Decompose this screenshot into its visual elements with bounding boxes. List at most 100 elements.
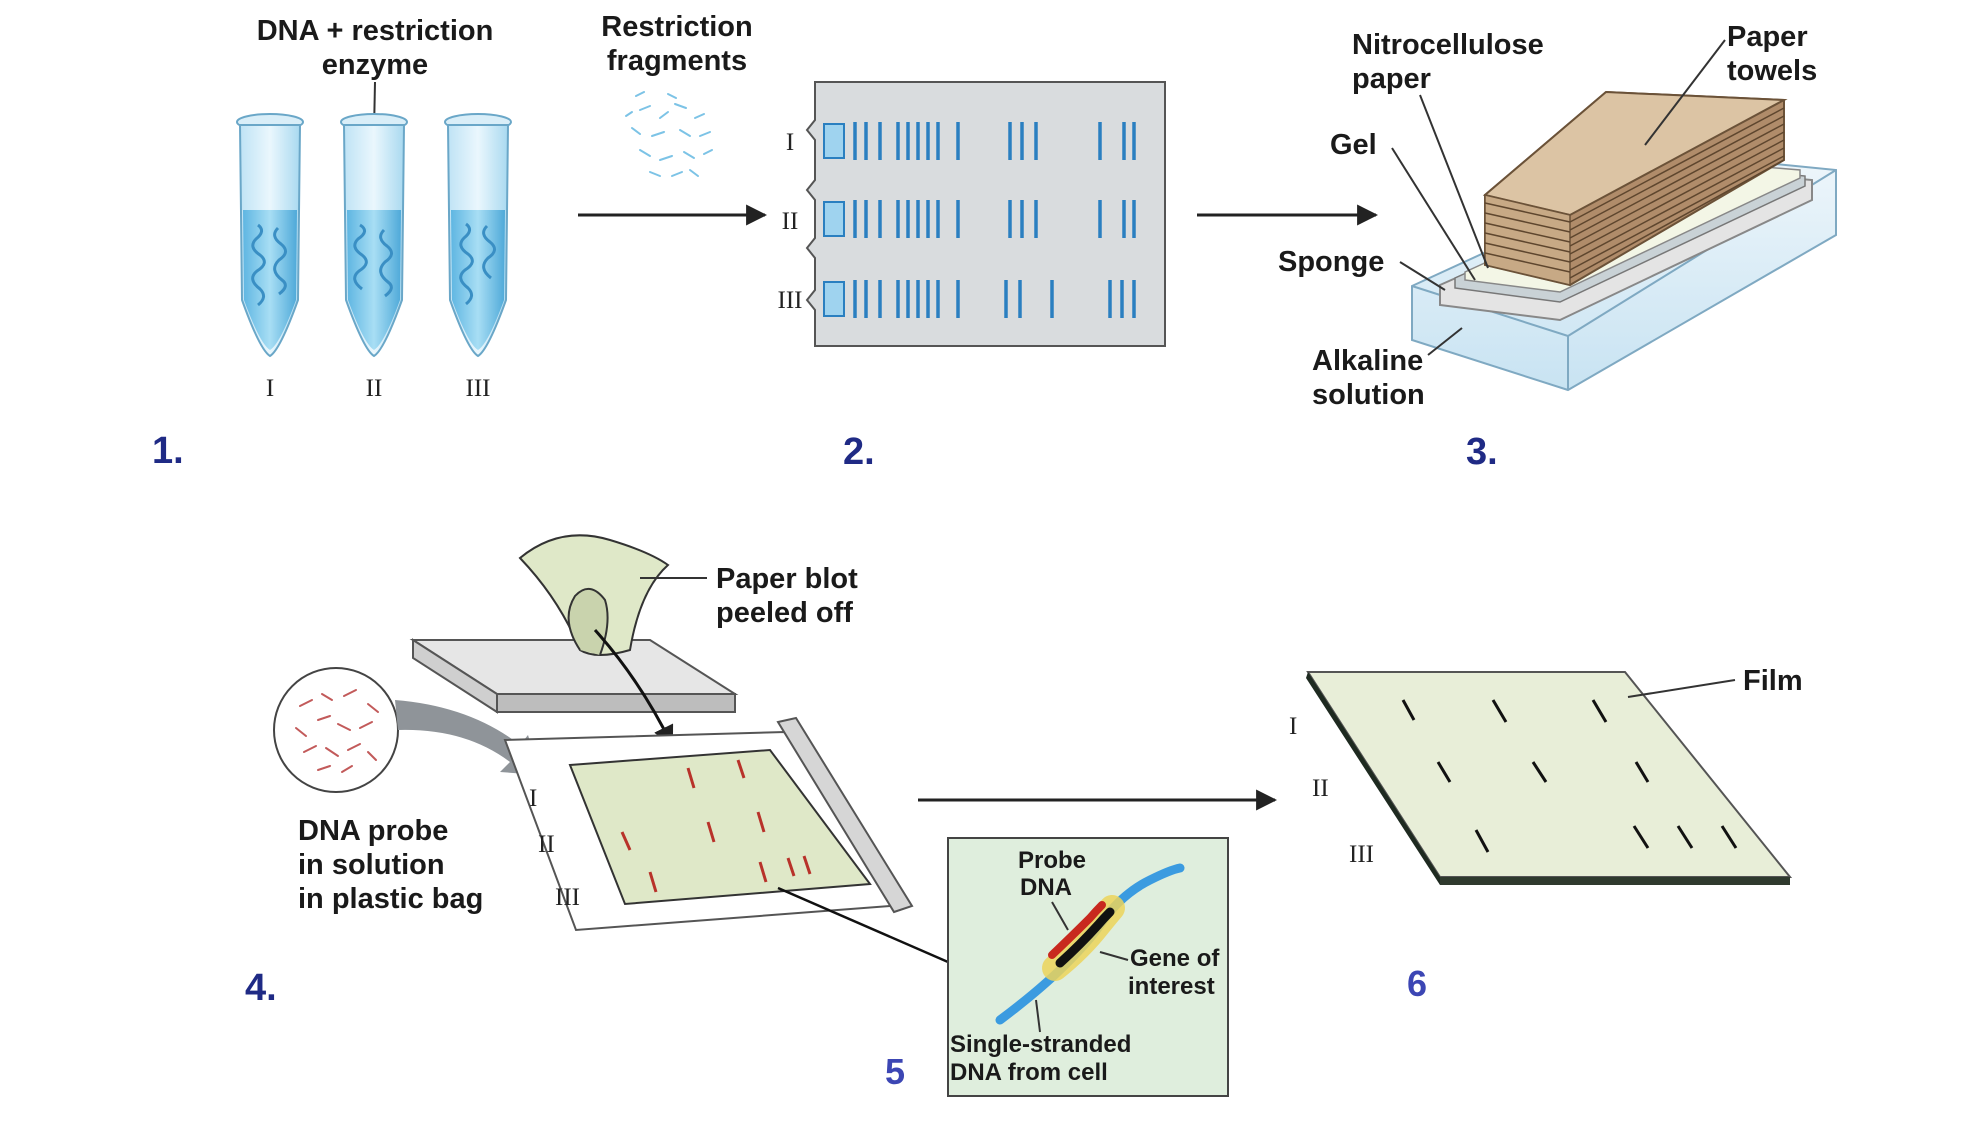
- single-strand-leader: [1035, 999, 1041, 1033]
- panel-4-hybridization: Paper blot peeled off DNA probe in solut…: [245, 534, 949, 1009]
- film-band-2: [1491, 699, 1508, 723]
- film-band-8: [1632, 825, 1650, 849]
- gene-of-interest-segment: [1055, 907, 1115, 968]
- step-number-1: 1.: [152, 430, 184, 472]
- film-band-9: [1676, 825, 1694, 849]
- panel-3-blot-stack: Nitrocellulose paper Paper towels Gel Sp…: [1278, 21, 1837, 473]
- probe-flow-arrow: [395, 700, 540, 775]
- blot-band-4: [706, 821, 716, 843]
- dna-probe-label-line1: DNA probe: [298, 815, 448, 847]
- film-lane-label-3: III: [1349, 841, 1374, 868]
- single-strand-label-line2: DNA from cell: [950, 1059, 1108, 1086]
- well-1: [823, 123, 845, 159]
- panel-6-film: Film I II III 6: [1289, 665, 1803, 1004]
- blot-band-2: [736, 759, 746, 779]
- single-strand-label-line1: Single-stranded: [950, 1031, 1131, 1058]
- dna-enzyme-label-line1: DNA + restriction: [257, 15, 494, 47]
- gel-leader: [1391, 147, 1476, 281]
- dna-enzyme-label-line2: enzyme: [322, 49, 428, 81]
- gene-label-line2: interest: [1128, 973, 1215, 1000]
- sponge-label: Sponge: [1278, 246, 1384, 278]
- step-number-5: 5: [885, 1051, 905, 1092]
- fragments-label-line1: Restriction: [601, 11, 752, 43]
- film-label: Film: [1743, 665, 1803, 697]
- panel-2-gel: Restriction fragments I II III 2.: [601, 11, 1166, 473]
- panel-5-closeup: Probe DNA Gene of interest Single-strand…: [885, 837, 1229, 1097]
- alkaline-label-line1: Alkaline: [1312, 345, 1423, 377]
- nitrocellulose-leader: [1419, 94, 1489, 269]
- film-band-4: [1436, 761, 1452, 783]
- tube-2: [340, 113, 408, 358]
- nitrocellulose-label-line1: Nitrocellulose: [1352, 29, 1544, 61]
- alkaline-label-line2: solution: [1312, 379, 1425, 411]
- gel-lane-label-3: III: [778, 287, 803, 314]
- nitrocellulose-label-line2: paper: [1352, 63, 1431, 95]
- blot-band-7: [758, 861, 768, 883]
- film-band-5: [1531, 761, 1548, 783]
- fragments-label-line2: fragments: [607, 45, 747, 77]
- gel-lane-3: [823, 281, 845, 317]
- paper-blot-label-line1: Paper blot: [716, 563, 858, 595]
- sponge-leader: [1399, 261, 1446, 291]
- alkaline-leader: [1427, 327, 1463, 356]
- panel-1-tubes: DNA + restriction enzyme I II: [152, 15, 512, 472]
- tube-label-1: I: [266, 375, 274, 402]
- bag-lane-label-2: II: [538, 831, 555, 858]
- gel-bands: [853, 122, 1136, 318]
- gel-lane-1: [823, 123, 845, 159]
- gene-label-line1: Gene of: [1130, 945, 1220, 972]
- tube-3: [444, 113, 512, 358]
- blot-band-6: [648, 871, 658, 893]
- blot-band-3: [620, 831, 632, 851]
- film-leader: [1627, 679, 1736, 698]
- step-number-4: 4.: [245, 967, 277, 1009]
- blot-band-1: [686, 767, 696, 789]
- film-band-1: [1401, 699, 1416, 721]
- film-bands: [1401, 699, 1738, 853]
- blot-band-9: [802, 855, 812, 875]
- paper-towel-edges: [1484, 107, 1785, 279]
- film-band-3: [1591, 699, 1608, 723]
- bag-seal: [776, 716, 914, 914]
- gel-lane-2: [823, 201, 845, 237]
- bag-lane-label-1: I: [529, 785, 537, 812]
- film-lane-label-1: I: [1289, 713, 1297, 740]
- gel-lane-label-2: II: [782, 208, 799, 235]
- paper-towels-label-line2: towels: [1727, 55, 1817, 87]
- step-number-3: 3.: [1466, 431, 1498, 473]
- well-2: [823, 201, 845, 237]
- film-band-10: [1720, 825, 1738, 849]
- paper-towels-leader: [1644, 39, 1726, 146]
- probe-circle: [273, 667, 399, 793]
- gene-leader: [1099, 951, 1129, 961]
- paper-towels-label-line1: Paper: [1727, 21, 1808, 53]
- film-lane-label-2: II: [1312, 775, 1329, 802]
- probe-dna-segment: [1048, 901, 1106, 959]
- dna-probe-label-line2: in solution: [298, 849, 445, 881]
- probe-molecules: [295, 689, 379, 773]
- zoom-pointer: [777, 886, 949, 964]
- closeup-box: [947, 837, 1229, 1097]
- dna-probe-label-line3: in plastic bag: [298, 883, 483, 915]
- film-band-6: [1634, 761, 1650, 783]
- probe-dna-leader: [1051, 901, 1069, 931]
- bag-lane-label-3: III: [555, 884, 580, 911]
- step-number-6: 6: [1407, 963, 1427, 1004]
- peel-arrow: [593, 628, 674, 747]
- step-number-2: 2.: [843, 431, 875, 473]
- probe-dna-label-line2: DNA: [1020, 874, 1072, 901]
- film-band-7: [1474, 829, 1490, 853]
- tube-label-3: III: [466, 375, 491, 402]
- gel-lane-label-1: I: [786, 129, 794, 156]
- well-3: [823, 281, 845, 317]
- paper-blot-label-line2: peeled off: [716, 597, 853, 629]
- tube-label-2: II: [366, 375, 383, 402]
- blot-band-5: [756, 811, 766, 833]
- blot-in-bag: [568, 748, 872, 906]
- blot-band-8: [786, 857, 796, 877]
- probe-dna-label-line1: Probe: [1018, 847, 1086, 874]
- tube-1: [236, 113, 304, 358]
- blot-bands: [620, 759, 812, 893]
